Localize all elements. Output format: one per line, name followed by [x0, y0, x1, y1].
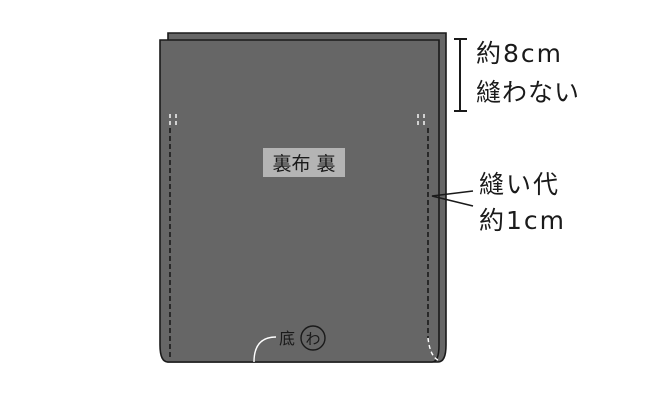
seam-pointer — [431, 190, 474, 207]
bottom-label: 底 — [279, 329, 295, 348]
no-sew-label: 縫わない — [476, 78, 580, 107]
fabric-label: 裏布 裏 — [272, 153, 335, 175]
fabric-label-bg — [263, 148, 345, 177]
fold-mark-label: わ — [305, 330, 320, 348]
seam-allowance-width-label: 約1cm — [479, 206, 566, 235]
bottom-leader-line — [253, 336, 277, 363]
fold-mark-circle — [300, 325, 326, 351]
stitch-right-curve — [427, 337, 439, 361]
no-sew-length-label: 約8cm — [476, 39, 563, 68]
fabric-panel — [159, 39, 440, 363]
seam-allowance-label: 縫い代 — [479, 170, 560, 199]
